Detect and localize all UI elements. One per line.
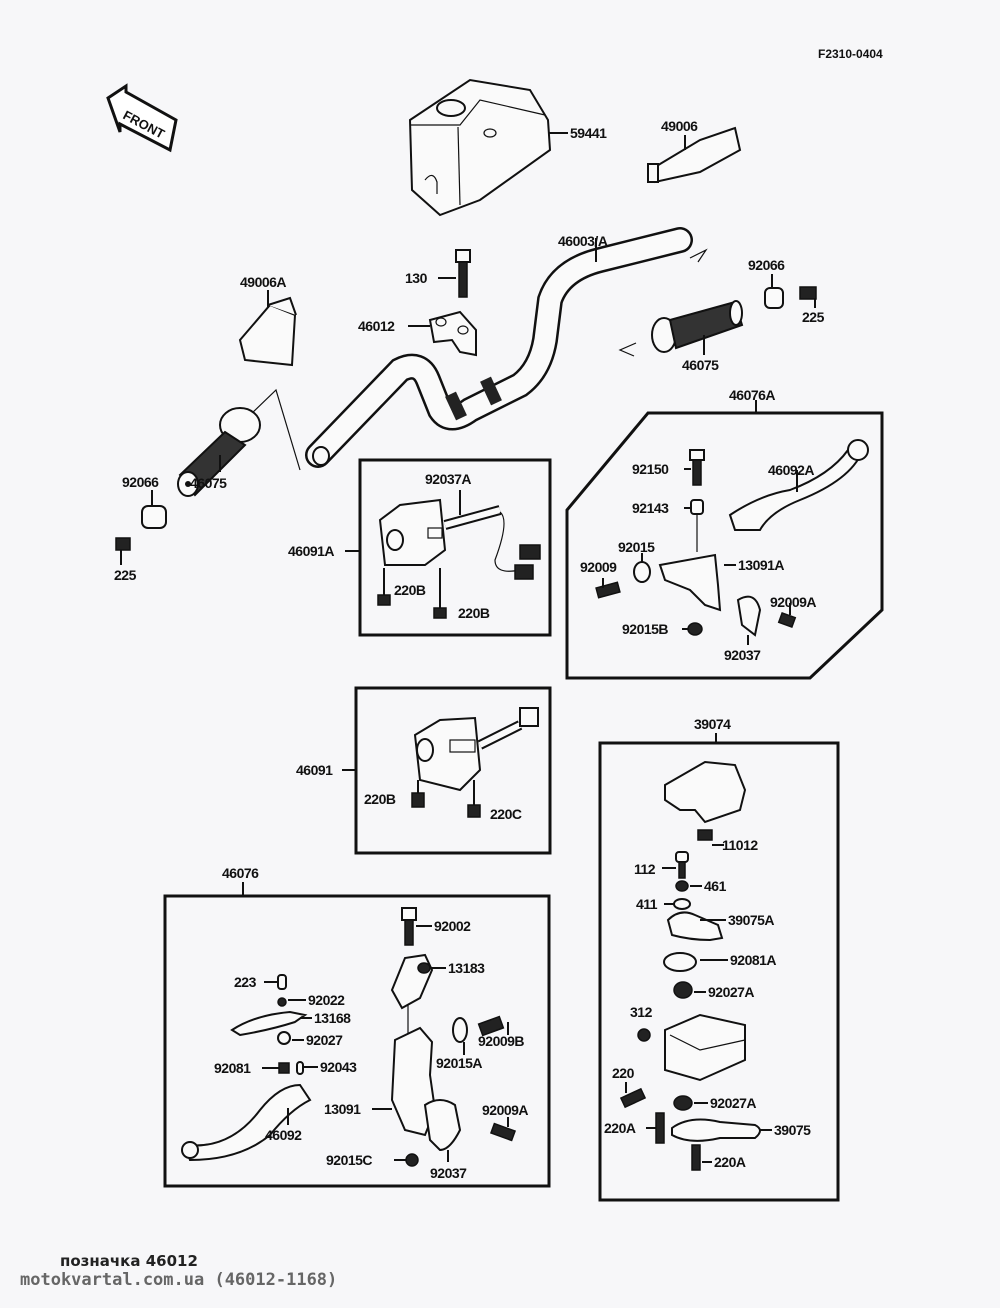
- label-92015A: 92015A: [436, 1055, 482, 1071]
- label-220A-1: 220A: [604, 1120, 636, 1136]
- label-130: 130: [405, 270, 428, 286]
- label-46091A: 46091A: [288, 543, 334, 559]
- label-92066-left: 92066: [122, 474, 159, 490]
- label-92066-right: 92066: [748, 257, 785, 273]
- label-220B-3: 220B: [364, 791, 396, 807]
- clutch-lever-box: [163, 894, 551, 1188]
- throttle-case-parts: [619, 760, 772, 1171]
- label-13168: 13168: [314, 1010, 351, 1026]
- label-220A-2: 220A: [714, 1154, 746, 1170]
- label-46075-left: 46075: [190, 475, 227, 491]
- throttle-case-box: [598, 741, 840, 1202]
- label-92009A-b: 92009A: [482, 1102, 528, 1118]
- label-220: 220: [612, 1065, 635, 1081]
- label-92015B: 92015B: [622, 621, 668, 637]
- label-92081A: 92081A: [730, 952, 776, 968]
- label-49006A: 49006A: [240, 274, 286, 290]
- screw-225-left-part: [115, 537, 131, 565]
- label-39074: 39074: [694, 716, 731, 732]
- brake-lever-46076A-parts: [595, 439, 869, 645]
- label-11012: 11012: [722, 837, 758, 853]
- front-arrow-icon: FRONT: [106, 83, 178, 153]
- watermark-text: motokvartal.com.ua (46012-1168): [20, 1270, 338, 1290]
- bar-end-weight-right-part: [764, 274, 784, 309]
- label-13183: 13183: [448, 960, 485, 976]
- label-46003A: 46003/A: [558, 233, 608, 249]
- label-92015C: 92015C: [326, 1152, 372, 1168]
- label-13091: 13091: [324, 1101, 361, 1117]
- left-grip-part: [177, 407, 261, 497]
- label-220B-1: 220B: [394, 582, 426, 598]
- label-92037-b: 92037: [430, 1165, 467, 1181]
- label-92009A-a: 92009A: [770, 594, 816, 610]
- label-46092A: 46092A: [768, 462, 814, 478]
- label-46075-right: 46075: [682, 357, 719, 373]
- label-92027A-1: 92027A: [708, 984, 754, 1000]
- label-112: 112: [634, 861, 656, 877]
- label-92002: 92002: [434, 918, 471, 934]
- label-92022: 92022: [308, 992, 345, 1008]
- label-13091A: 13091A: [738, 557, 784, 573]
- label-92037A: 92037A: [425, 471, 471, 487]
- label-46012: 46012: [358, 318, 395, 334]
- label-92027A-2: 92027A: [710, 1095, 756, 1111]
- label-92043: 92043: [320, 1059, 357, 1075]
- caption-text: позначка 46012: [60, 1252, 198, 1270]
- diagram-code: F2310-0404: [818, 47, 883, 61]
- label-92150: 92150: [632, 461, 669, 477]
- label-92027: 92027: [306, 1032, 343, 1048]
- label-92037-a: 92037: [724, 647, 761, 663]
- brake-lever-box: [565, 411, 884, 680]
- label-225-left-text: 225: [114, 567, 137, 583]
- label-461: 461: [704, 878, 727, 894]
- switch-left-box: [358, 458, 552, 637]
- handlebar-part: [249, 227, 708, 471]
- label-92081: 92081: [214, 1060, 251, 1076]
- label-39075A: 39075A: [728, 912, 774, 928]
- clutch-lever-parts: [181, 907, 517, 1167]
- label-92009B: 92009B: [478, 1033, 524, 1049]
- label-49006: 49006: [661, 118, 698, 134]
- label-92015: 92015: [618, 539, 655, 555]
- label-46092: 46092: [265, 1127, 302, 1143]
- handlebar-holder-part: [408, 310, 477, 357]
- label-46076A: 46076A: [729, 387, 775, 403]
- label-92143: 92143: [632, 500, 669, 516]
- bolt-130-part: [438, 249, 471, 298]
- label-92009: 92009: [580, 559, 617, 575]
- screw-225-right-part: [799, 286, 817, 308]
- lever-cover-part: [647, 126, 742, 184]
- label-312: 312: [630, 1004, 653, 1020]
- label-220B-2: 220B: [458, 605, 490, 621]
- switch-46091-part: [342, 707, 539, 818]
- label-39075: 39075: [774, 1122, 811, 1138]
- label-411: 411: [636, 896, 658, 912]
- bar-end-weight-left-part: [141, 490, 167, 529]
- handlebar-cover-part: [408, 78, 568, 217]
- right-grip-part: [618, 300, 744, 357]
- switch-46091A-part: [345, 490, 541, 619]
- label-59441: 59441: [570, 125, 607, 141]
- label-46076: 46076: [222, 865, 259, 881]
- label-223: 223: [234, 974, 257, 990]
- label-46091: 46091: [296, 762, 333, 778]
- lever-cover-left-part: [238, 290, 297, 367]
- label-225-right: 225: [802, 309, 825, 325]
- label-220C: 220C: [490, 806, 522, 822]
